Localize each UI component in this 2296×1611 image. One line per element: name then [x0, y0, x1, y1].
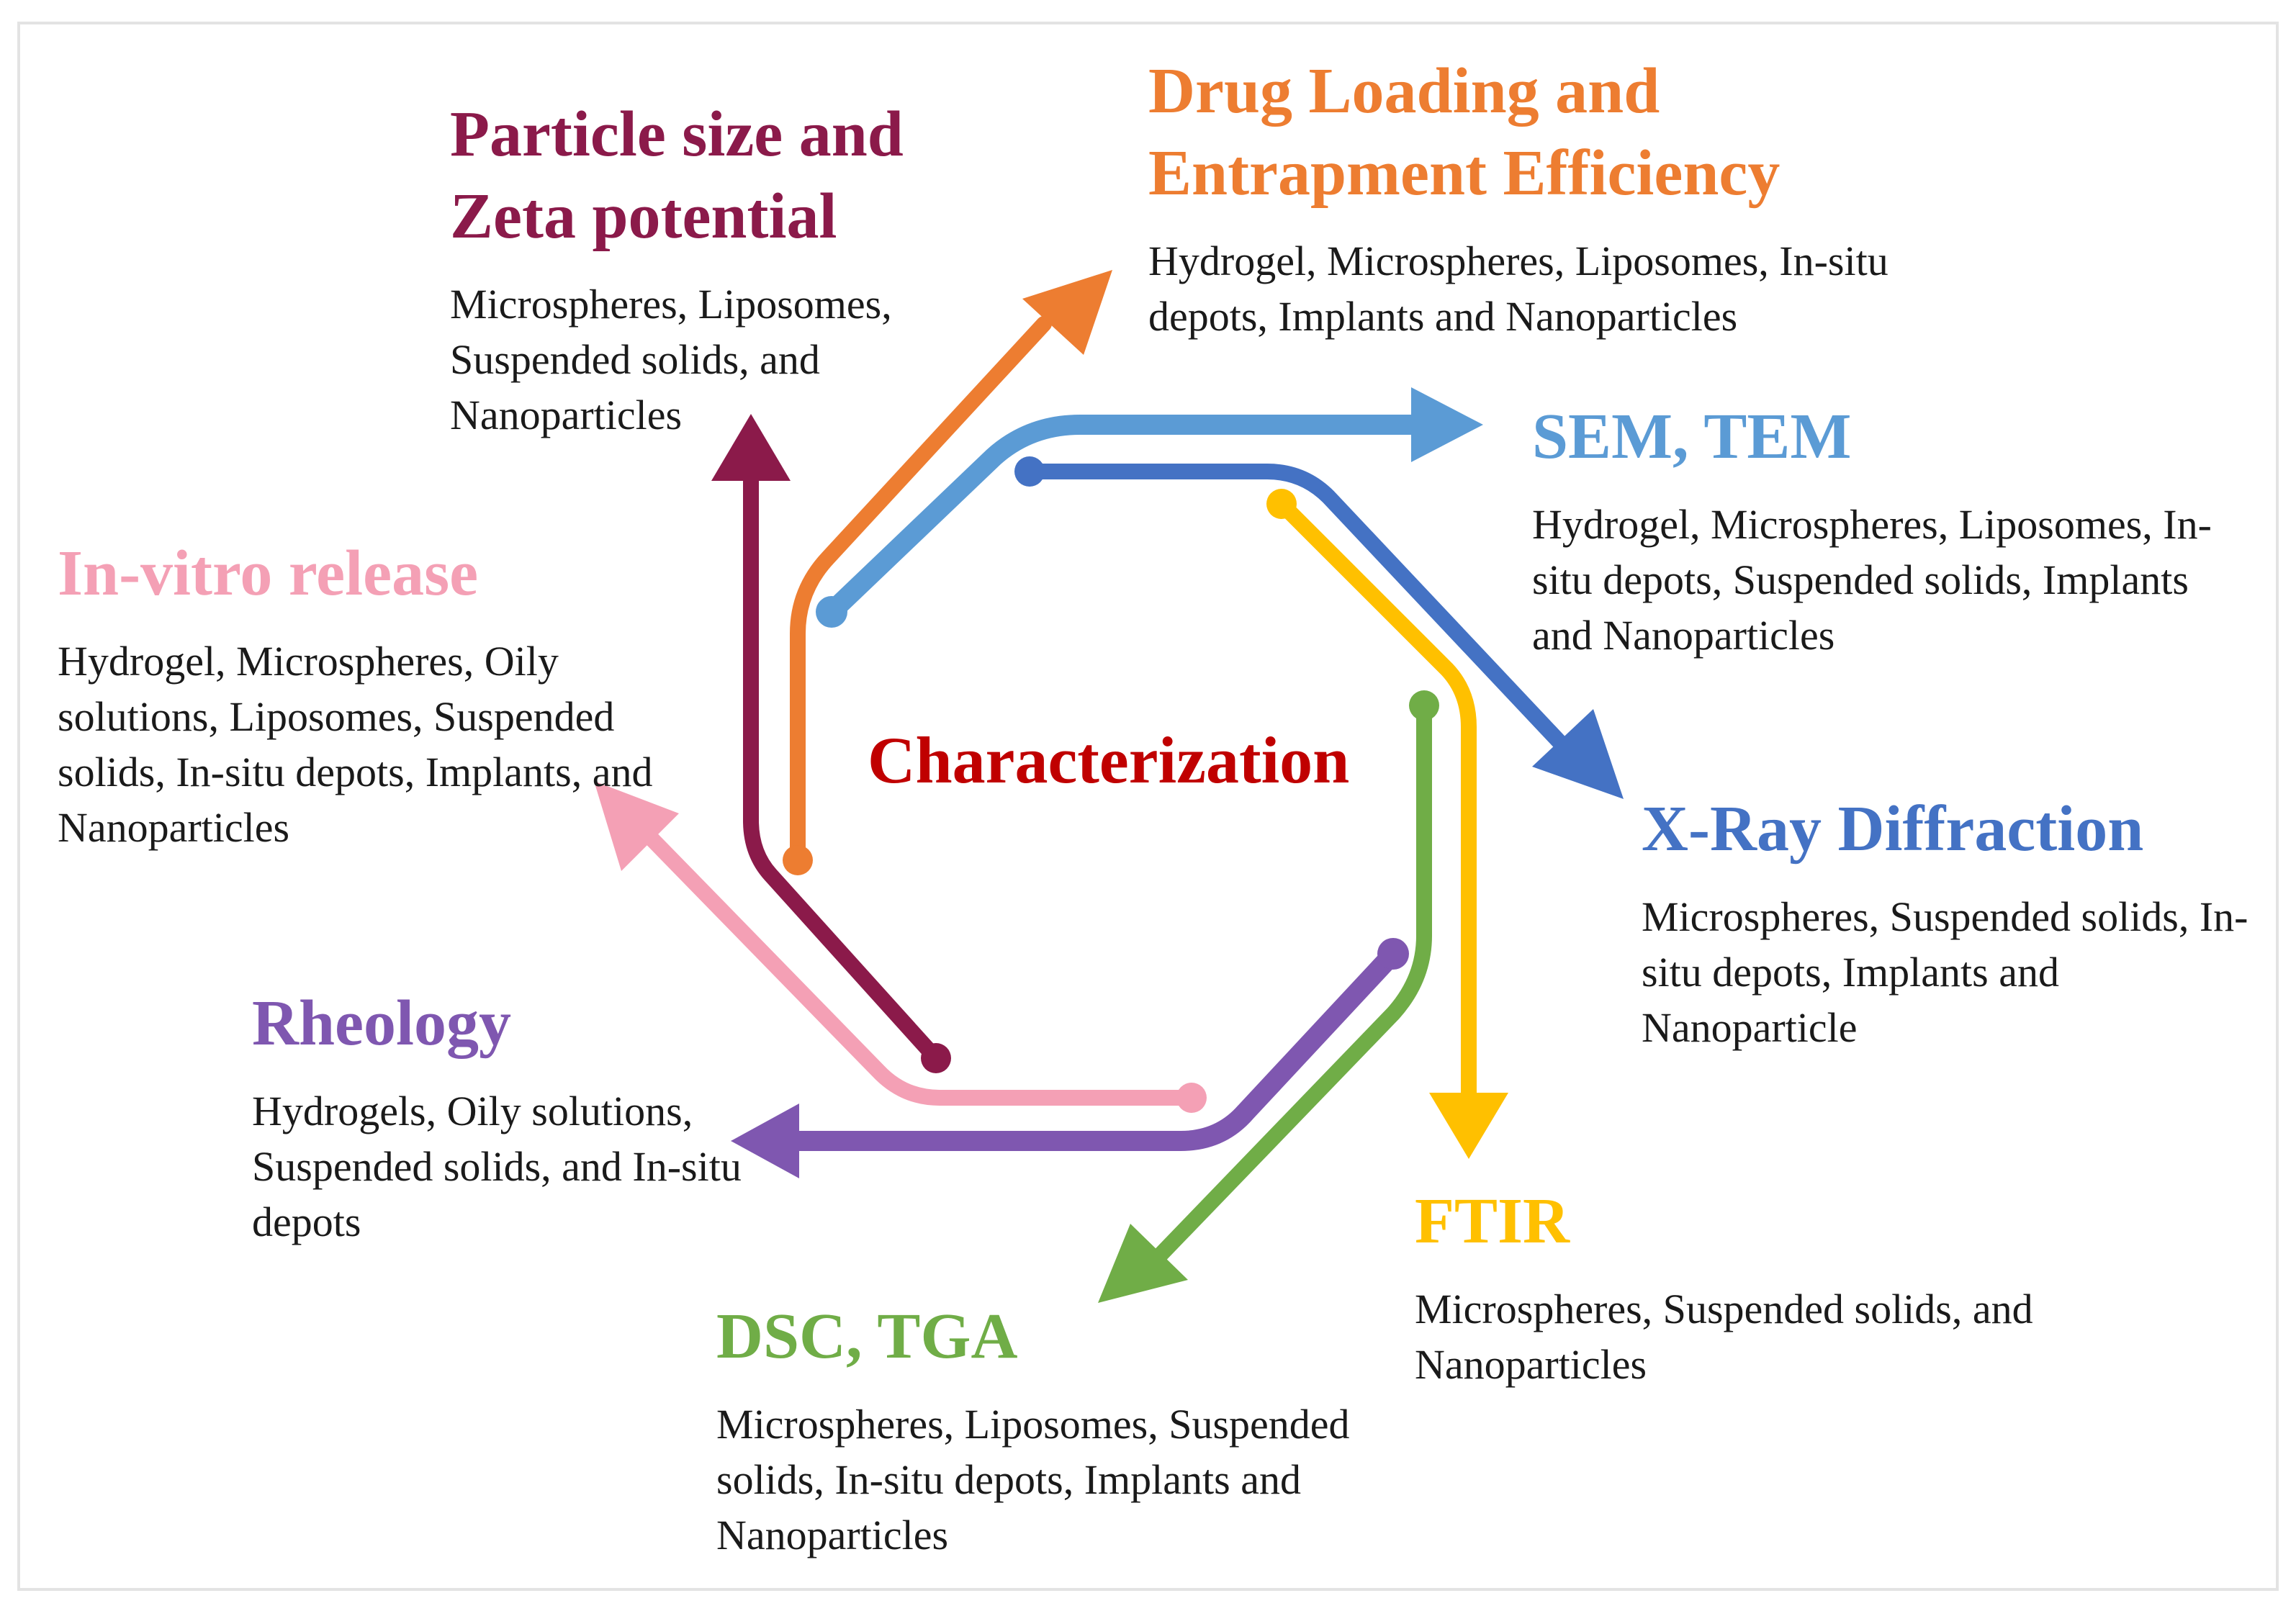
- technique-systems: Hydrogel, Microspheres, Oily solutions, …: [58, 638, 653, 851]
- technique-title: X-Ray Diffraction: [1642, 793, 2144, 865]
- arrow-drug-loading: [783, 270, 1112, 875]
- technique-title: Particle size and Zeta potential: [450, 99, 904, 252]
- arrow-ftir: [1266, 489, 1508, 1159]
- technique-rheology: Rheology Hydrogels, Oily solutions, Susp…: [252, 983, 785, 1250]
- technique-systems: Microspheres, Liposomes, Suspended solid…: [450, 281, 892, 438]
- arrow-xrd: [1014, 456, 1624, 799]
- figure-frame: [17, 22, 2279, 1591]
- technique-in-vitro: In-vitro release Hydrogel, Microspheres,…: [58, 533, 691, 855]
- technique-systems: Hydrogels, Oily solutions, Suspended sol…: [252, 1088, 742, 1245]
- arrow-dsc-tga: [1098, 690, 1439, 1303]
- technique-systems: Microspheres, Suspended solids, In-situ …: [1642, 893, 2248, 1051]
- technique-title: DSC, TGA: [716, 1301, 1018, 1372]
- technique-title: Rheology: [252, 988, 511, 1059]
- technique-systems: Hydrogel, Microspheres, Liposomes, In-si…: [1532, 501, 2212, 659]
- technique-title: SEM, TEM: [1532, 401, 1852, 472]
- technique-title: In-vitro release: [58, 538, 479, 609]
- technique-ftir: FTIR Microspheres, Suspended solids, and…: [1415, 1181, 2063, 1392]
- technique-systems: Hydrogel, Microspheres, Liposomes, In-si…: [1148, 238, 1888, 340]
- technique-drug-loading: Drug Loading and Entrapment Efficiency H…: [1148, 50, 1926, 344]
- technique-title: Drug Loading and Entrapment Efficiency: [1148, 55, 1780, 209]
- arrow-particle-size: [711, 414, 951, 1073]
- arrow-in-vitro: [594, 781, 1207, 1113]
- technique-sem-tem: SEM, TEM Hydrogel, Microspheres, Liposom…: [1532, 396, 2259, 663]
- technique-dsc-tga: DSC, TGA Microspheres, Liposomes, Suspen…: [716, 1296, 1364, 1563]
- technique-systems: Microspheres, Suspended solids, and Nano…: [1415, 1286, 2033, 1388]
- technique-systems: Microspheres, Liposomes, Suspended solid…: [716, 1401, 1350, 1558]
- center-title: Characterization: [868, 723, 1350, 797]
- arrow-sem-tem: [816, 387, 1483, 628]
- technique-particle-size: Particle size and Zeta potential Microsp…: [450, 94, 968, 443]
- technique-xrd: X-Ray Diffraction Microspheres, Suspende…: [1642, 788, 2275, 1055]
- arrow-rheology: [731, 938, 1409, 1178]
- technique-title: FTIR: [1415, 1186, 1570, 1257]
